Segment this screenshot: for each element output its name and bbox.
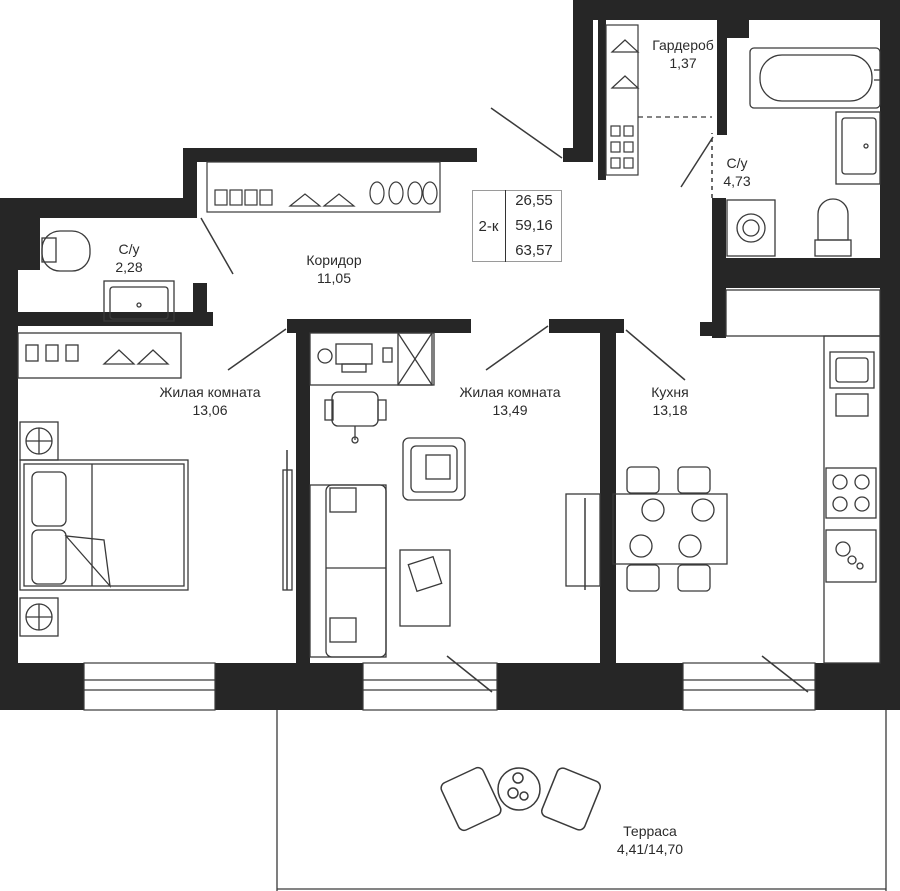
windows <box>83 662 816 711</box>
room-area: 13,18 <box>652 402 688 418</box>
room-area: 13,06 <box>192 402 228 418</box>
corridor-closet <box>206 161 441 213</box>
total-area: 59,16 <box>515 217 553 234</box>
walls <box>0 0 900 710</box>
room-name: Жилая комната <box>459 384 561 400</box>
bedroom-furniture <box>17 332 189 637</box>
room-name: Жилая комната <box>159 384 261 400</box>
bathroom-large-fixtures <box>726 47 881 257</box>
room-area: 4,73 <box>723 173 751 189</box>
doors <box>200 107 809 693</box>
apartment-areas: 26,55 59,16 63,57 <box>506 190 562 262</box>
room-label-bathroom-large: С/у 4,73 <box>712 154 762 190</box>
summary-divider <box>505 190 506 262</box>
room-name: Коридор <box>306 252 362 268</box>
terrace-outline <box>276 710 887 891</box>
wardrobe-closet <box>605 24 712 176</box>
room-name: Гардероб <box>652 37 714 53</box>
room-label-bathroom-small: С/у 2,28 <box>104 240 154 276</box>
room-name: Терраса <box>623 823 677 839</box>
apartment-summary: 2-к 26,55 59,16 63,57 <box>472 190 562 262</box>
apartment-type: 2-к <box>478 217 499 235</box>
room-name: Кухня <box>651 384 689 400</box>
room-name: С/у <box>726 155 748 171</box>
room-area: 4,41/14,70 <box>616 841 684 857</box>
room-area: 1,37 <box>669 55 697 71</box>
living-area: 26,55 <box>515 192 553 209</box>
room-label-terrace: Терраса 4,41/14,70 <box>595 822 705 858</box>
terrace-furniture <box>440 766 602 832</box>
total-area-with-terrace: 63,57 <box>515 242 553 259</box>
room-name: С/у <box>118 241 140 257</box>
room-label-kitchen: Кухня 13,18 <box>635 383 705 419</box>
summary-frame <box>472 190 562 262</box>
room-area: 11,05 <box>317 270 351 286</box>
kitchen-furniture <box>565 289 881 664</box>
room-label-living-room: Жилая комната 13,49 <box>445 383 575 419</box>
room-label-bedroom: Жилая комната 13,06 <box>145 383 275 419</box>
room-area: 13,49 <box>492 402 528 418</box>
room-area: 2,28 <box>115 259 143 275</box>
bathroom-small-fixtures <box>41 230 175 322</box>
room-label-wardrobe: Гардероб 1,37 <box>638 36 728 72</box>
living-room-furniture <box>282 332 466 658</box>
room-label-corridor: Коридор 11,05 <box>290 251 378 287</box>
